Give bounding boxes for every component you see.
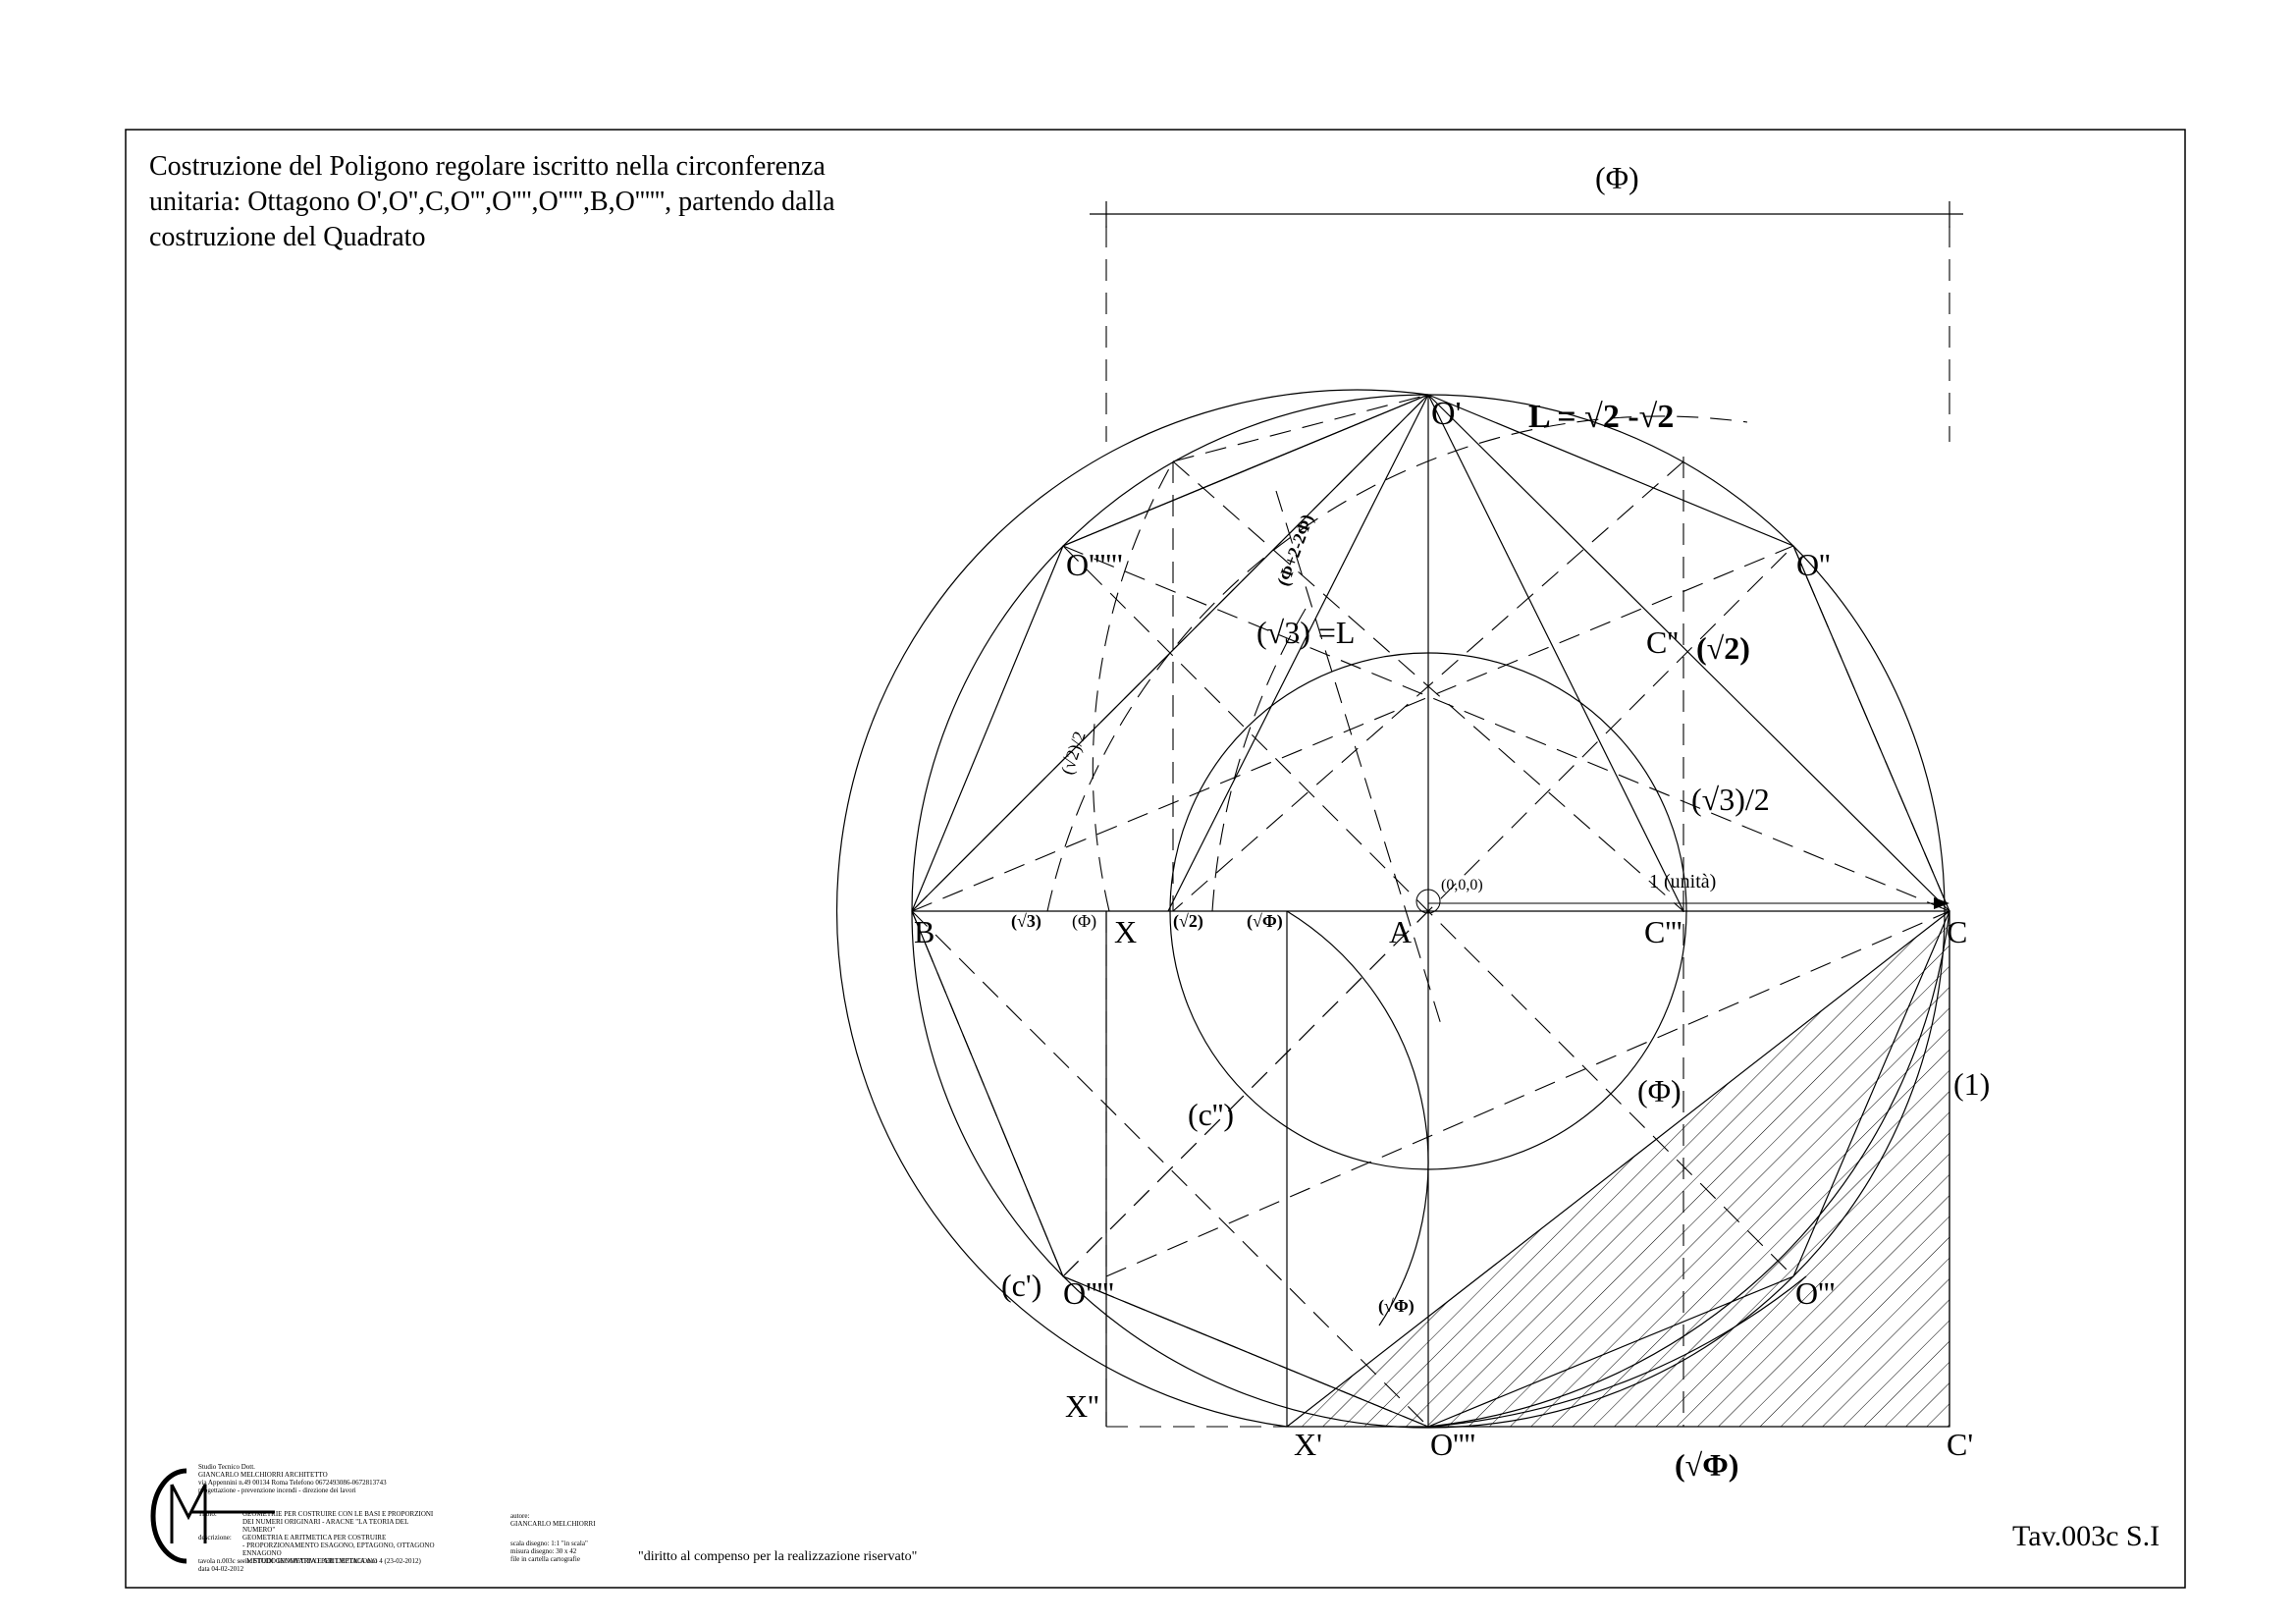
arc-x-prime: [836, 389, 1429, 1428]
label-x2: X'': [1065, 1388, 1099, 1424]
line-o1-c: [1427, 394, 1950, 912]
tb-format: misura disegno: 30 x 42: [510, 1547, 577, 1555]
tb-autore-label: autore:: [510, 1512, 530, 1520]
label-o3: O''': [1795, 1275, 1835, 1311]
unit-arrow: [1428, 897, 1949, 909]
label-b: B: [914, 914, 934, 949]
rights-footnote: "diritto al compenso per la realizzazion…: [638, 1549, 918, 1564]
hatched-triangle: [1285, 909, 1950, 1428]
arc-phi: [1092, 460, 1174, 912]
tb-desc1: GEOMETRIA E ARITMETICA PER COSTRUIRE: [242, 1534, 387, 1542]
dashed-arcs: [1046, 415, 1748, 912]
label-phi-mid: (Φ): [1637, 1073, 1682, 1109]
label-o5: O''''': [1063, 1275, 1114, 1311]
arc-o3-o4: [1427, 1275, 1807, 1428]
label-s2: (√2): [1173, 911, 1203, 932]
tb-name: GIANCARLO MELCHIORRI ARCHITETTO: [198, 1471, 328, 1479]
tb-titolo-label: Titolo:: [198, 1510, 217, 1518]
arc-sqrt2: [1211, 608, 1307, 912]
sheet-code: Tav.003c S.I: [2012, 1520, 2161, 1552]
label-one: (1): [1953, 1066, 1990, 1102]
tb-row4: progettazione - prevenzione incendi - di…: [198, 1487, 356, 1494]
label-l-formula: L = √2 -√2: [1528, 399, 1674, 435]
label-c-dd: (c''): [1188, 1097, 1234, 1132]
drawing-title: Costruzione del Poligono regolare iscrit…: [149, 149, 954, 255]
label-a: A: [1389, 914, 1412, 949]
label-sqrt2: (√2): [1696, 630, 1750, 666]
label-phi-formula: (Φ+2-2Φ): [1273, 512, 1318, 589]
label-c2: C'': [1646, 624, 1679, 660]
label-o4: O'''': [1430, 1427, 1475, 1462]
label-x1: X': [1294, 1427, 1322, 1462]
label-o2: O'': [1796, 547, 1831, 582]
label-x: X: [1114, 914, 1137, 949]
title-line-3: costruzione del Quadrato: [149, 222, 426, 252]
tb-autore: GIANCARLO MELCHIORRI: [510, 1520, 596, 1528]
label-sp: (√Φ): [1247, 911, 1283, 932]
origin-marker: [1415, 889, 1441, 914]
title-line-2: unitaria: Ottagono O',O'',C,O''',O'''',O…: [149, 187, 835, 217]
tb-address: via Appennini n.49 00134 Roma Telefono 0…: [198, 1479, 387, 1487]
studio-logo: [150, 1468, 275, 1564]
label-phi-top: (Φ): [1595, 160, 1639, 195]
label-unit: 1 (unità): [1649, 871, 1716, 893]
line-o1-o6: [1062, 394, 1429, 547]
label-sqrtphi-bottom: (√Φ): [1675, 1447, 1738, 1483]
label-c: C: [1947, 914, 1967, 949]
tb-tav: tavola n.003c serie: STUDI GEOMETRIA E A…: [198, 1557, 421, 1565]
label-o6: O'''''': [1066, 547, 1123, 582]
arc-c-o4: [1427, 910, 1950, 1428]
label-sp-small: (√Φ): [1378, 1296, 1415, 1317]
tb-file: file in cartella cartografie: [510, 1555, 580, 1563]
line-o1-c3: [1427, 394, 1684, 912]
label-c3: C''': [1644, 914, 1682, 949]
label-c-d: (c'): [1001, 1268, 1041, 1303]
label-ph: (Φ): [1072, 911, 1096, 932]
title-line-1: Costruzione del Poligono regolare iscrit…: [149, 151, 826, 182]
label-origin: (0,0,0): [1441, 877, 1483, 893]
sheet-frame: [125, 129, 2186, 1589]
label-c1: C': [1947, 1427, 1973, 1462]
tb-desc3: - METODO INNOVATIVO PER L'EPTAGONO: [242, 1557, 378, 1565]
dashed-lines: [911, 226, 1950, 1428]
phi-dimension: [1090, 201, 1963, 228]
tb-desc-label: descrizione:: [198, 1534, 232, 1542]
title-block: Studio Tecnico Dott. GIANCARLO MELCHIORR…: [133, 1455, 623, 1573]
labels: (Φ) O' L = √2 -√2 O'' O'''''' (√3) =L C'…: [914, 160, 1990, 1483]
tb-studio: Studio Tecnico Dott.: [198, 1463, 255, 1471]
label-sqrt3-half: (√3)/2: [1691, 782, 1770, 817]
tb-desc2: - PROPORZIONAMENTO ESAGONO, EPTAGONO, OT…: [242, 1542, 435, 1557]
arc-sqrtphi: [1286, 910, 1429, 1326]
label-sqrt2-half: (√2)/2: [1057, 729, 1091, 777]
arc-sqrt3: [1046, 415, 1748, 912]
tb-date: data 04-02-2012: [198, 1565, 244, 1573]
tb-scale: scala disegno: 1:1 "in scala": [510, 1540, 588, 1547]
label-sqrt3-l: (√3) =L: [1256, 615, 1355, 650]
tb-titolo: GEOMETRIE PER COSTRUIRE CON LE BASI E PR…: [242, 1510, 434, 1534]
solid-lines: [911, 394, 1950, 1427]
label-s3: (√3): [1011, 911, 1041, 932]
line-o1-x: [1167, 394, 1429, 912]
label-o1: O': [1431, 396, 1462, 432]
